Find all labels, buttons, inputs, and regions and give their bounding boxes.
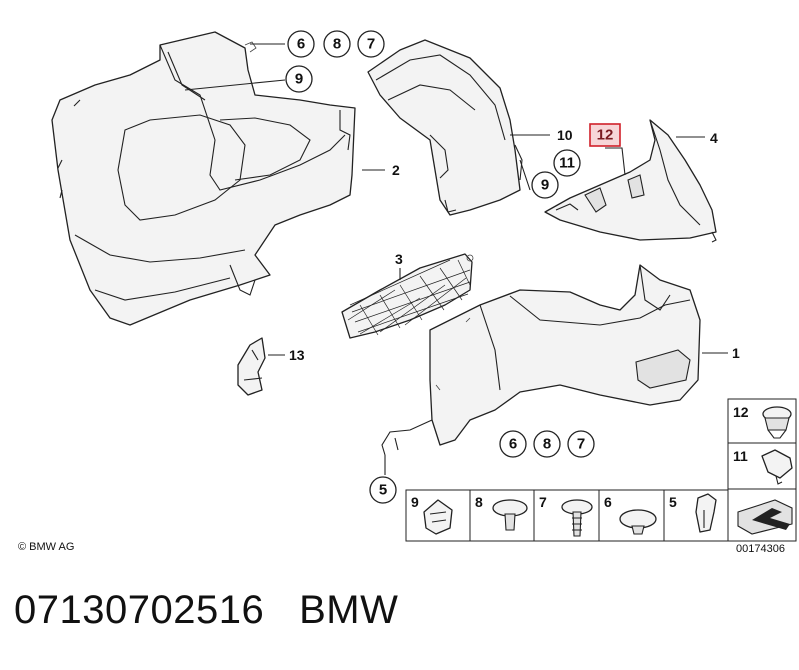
callout-4[interactable]: 4: [710, 130, 718, 146]
part-number: 07130702516: [14, 588, 265, 632]
leader-lines: [184, 43, 728, 475]
brand-name: BMW: [299, 588, 399, 632]
caption: 07130702516 BMW: [14, 588, 398, 633]
callout-top-9[interactable]: 9: [285, 65, 313, 93]
legend-label-5: 5: [669, 494, 677, 510]
legend-fastener-6[interactable]: [619, 509, 657, 535]
legend-side: 12 11: [727, 398, 797, 542]
svg-text:6: 6: [509, 436, 517, 453]
svg-text:7: 7: [367, 36, 375, 53]
callout-5[interactable]: 5: [369, 476, 397, 504]
legend-fastener-9[interactable]: [423, 499, 453, 535]
callout-mid-8[interactable]: 8: [533, 430, 561, 458]
callout-11[interactable]: 11: [553, 149, 581, 177]
callout-12-highlighted[interactable]: 12: [589, 123, 621, 147]
legend-label-12: 12: [733, 404, 749, 420]
part-13-clip: [237, 337, 266, 396]
part-1-main-trim: [381, 264, 701, 456]
legend-fastener-8[interactable]: [492, 499, 528, 531]
svg-text:8: 8: [543, 436, 551, 453]
callout-top-8[interactable]: 8: [323, 30, 351, 58]
legend-fastener-5[interactable]: [695, 493, 717, 533]
caption-spacer: [264, 588, 299, 632]
callout-13[interactable]: 13: [289, 347, 305, 363]
callout-1[interactable]: 1: [732, 345, 740, 361]
legend-fastener-11[interactable]: [761, 449, 793, 485]
part-2-left-trim: [51, 31, 356, 326]
legend-label-11: 11: [733, 448, 748, 464]
callout-top-7[interactable]: 7: [357, 30, 385, 58]
svg-text:12: 12: [597, 127, 614, 144]
svg-text:9: 9: [541, 177, 549, 194]
legend-row: 9 8 7 6 5: [405, 489, 729, 542]
parts-diagram: 6 8 7 9 2 10 11 9 12 4 3 13 1 6 8 7 5: [51, 30, 797, 542]
legend-label-6: 6: [604, 494, 612, 510]
legend-label-9: 9: [411, 494, 419, 510]
legend-fastener-12[interactable]: [762, 406, 792, 439]
svg-text:6: 6: [297, 36, 305, 53]
callout-2[interactable]: 2: [392, 162, 400, 178]
diagram-id: 00174306: [736, 543, 785, 555]
legend-arrow-icon: [737, 499, 793, 535]
callout-10[interactable]: 10: [557, 127, 573, 143]
svg-text:7: 7: [577, 436, 585, 453]
callout-mid-6[interactable]: 6: [499, 430, 527, 458]
callout-mid-7[interactable]: 7: [567, 430, 595, 458]
svg-text:5: 5: [379, 482, 387, 499]
copyright-text: © BMW AG: [18, 541, 75, 553]
svg-text:11: 11: [559, 155, 575, 172]
part-4-right-bracket: [544, 119, 717, 243]
legend-fastener-7[interactable]: [561, 499, 593, 537]
part-3-net: [341, 253, 474, 339]
legend-label-7: 7: [539, 494, 547, 510]
part-10-upper-cover: [367, 39, 523, 216]
svg-text:8: 8: [333, 36, 341, 53]
callout-top-6[interactable]: 6: [287, 30, 315, 58]
svg-text:9: 9: [295, 71, 303, 88]
callout-3[interactable]: 3: [395, 251, 403, 267]
legend-label-8: 8: [475, 494, 483, 510]
callout-9-mid[interactable]: 9: [531, 171, 559, 199]
